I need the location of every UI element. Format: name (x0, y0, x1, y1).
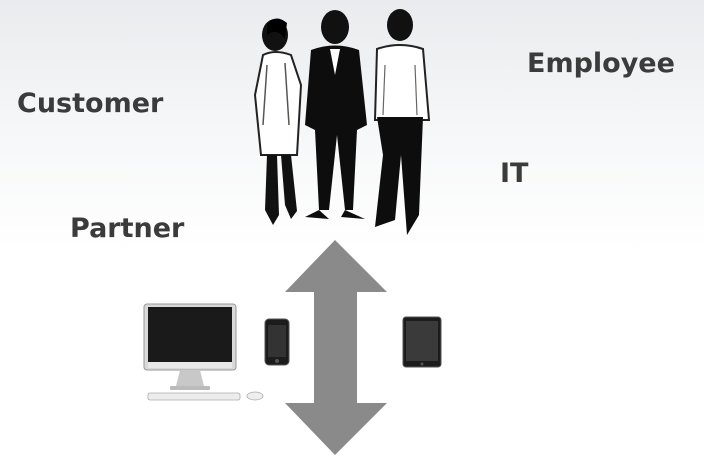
people-group-icon (253, 9, 431, 235)
desktop-computer-icon (143, 303, 264, 401)
person-right-icon (373, 9, 431, 235)
person-middle-icon (305, 10, 367, 219)
person-left-icon (253, 18, 303, 225)
role-label-it: IT (500, 158, 529, 189)
double-arrow-icon (285, 240, 387, 455)
role-label-partner: Partner (70, 213, 185, 244)
role-label-employee: Employee (527, 48, 675, 79)
role-label-customer: Customer (17, 88, 164, 119)
smartphone-icon (264, 318, 290, 366)
tablet-icon (402, 316, 442, 368)
